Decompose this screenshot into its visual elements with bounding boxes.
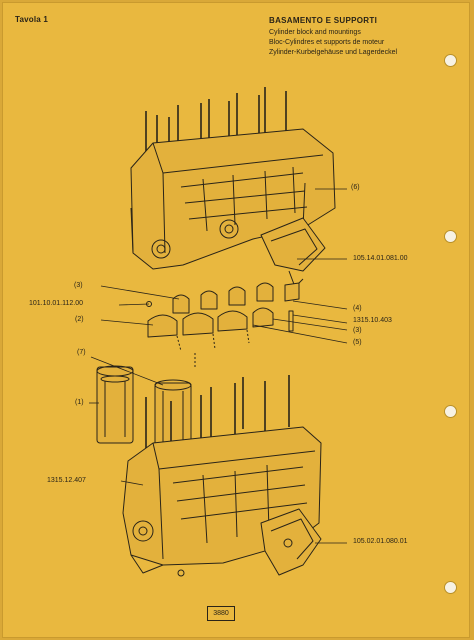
callout-part-101-10-01-112-00: 101.10.01.112.00	[29, 300, 83, 307]
title-italian: BASAMENTO E SUPPORTI	[269, 16, 378, 25]
lower-block-studs	[145, 375, 290, 453]
callout-7: (7)	[77, 349, 86, 356]
callout-part-1315-12-407: 1315.12.407	[47, 477, 86, 484]
plate-label: Tavola 1	[15, 15, 49, 24]
callout-4: (4)	[353, 305, 362, 312]
lower-mounting-bracket	[260, 508, 322, 576]
callout-6: (6)	[351, 184, 360, 191]
page-number: 3880	[207, 606, 235, 621]
callout-part-105-02-01-080-01: 105.02.01.080.01	[353, 538, 408, 545]
callout-3-lower: (3)	[353, 327, 362, 334]
binder-hole	[444, 54, 457, 67]
cylinder-liner-detached	[96, 365, 134, 444]
binder-hole	[444, 581, 457, 594]
callout-2: (2)	[75, 316, 84, 323]
title-french: Bloc-Cylindres et supports de moteur	[269, 39, 385, 46]
binder-hole	[444, 230, 457, 243]
callout-part-105-14-01-081-00: 105.14.01.081.00	[353, 255, 408, 262]
callout-1: (1)	[75, 399, 84, 406]
callout-3-upper: (3)	[74, 282, 83, 289]
main-bearing-caps	[146, 282, 300, 369]
title-english: Cylinder block and mountings	[269, 29, 361, 36]
binder-hole	[444, 405, 457, 418]
title-german: Zylinder-Kurbelgehäuse und Lagerdeckel	[269, 49, 398, 56]
callout-part-1315-10-403: 1315.10.403	[353, 317, 392, 324]
title-block: BASAMENTO E SUPPORTI Cylinder block and …	[269, 16, 459, 58]
cylinder-liner-with-seal	[154, 379, 192, 450]
callout-5: (5)	[353, 339, 362, 346]
exploded-view-drawing	[89, 87, 348, 577]
